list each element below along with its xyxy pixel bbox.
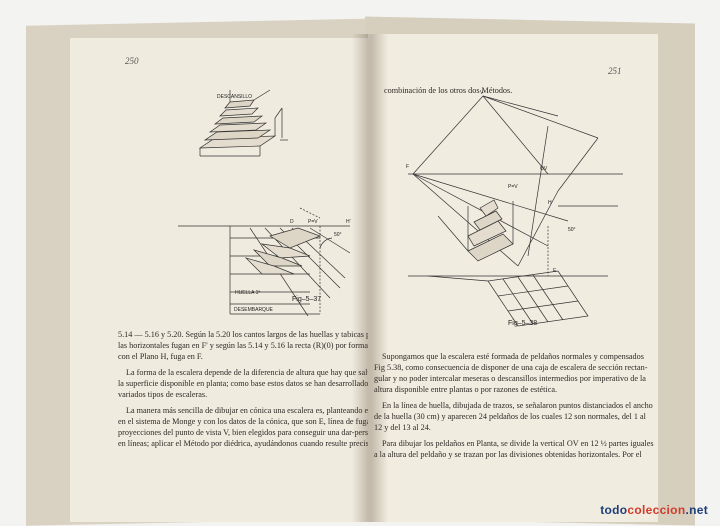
left-page-number: 250 — [125, 56, 139, 66]
left-text-line-6: variados tipos de escaleras. — [118, 390, 208, 399]
right-text-line-5: En la línea de huella, dibujada de trazo… — [382, 401, 653, 410]
label-pv: P=V — [308, 219, 318, 225]
label-v: V — [480, 90, 484, 96]
label-ov: OV — [540, 166, 548, 172]
left-text-line-1: 5.14 — 5.16 y 5.20. Según la 5.20 los ca… — [118, 330, 385, 339]
label-huella: HUELLA 1ª — [235, 290, 260, 296]
watermark-part-3: .net — [685, 503, 708, 517]
right-text-line-6: de la huella (30 cm) y aparecen 24 pelda… — [374, 412, 646, 421]
label-desembarque: DESEMBARQUE — [234, 307, 274, 313]
label-pv-right: P=V — [508, 184, 518, 190]
label-angle-left: 50° — [334, 232, 342, 238]
label-descansillo: DESCANSILLO — [217, 94, 252, 100]
left-text-line-10: en líneas; aplicar el Método por diédric… — [118, 439, 373, 448]
watermark-part-1: todo — [600, 503, 628, 517]
right-text-line-9: a la altura del peldaño y se trazan por … — [374, 450, 642, 459]
watermark-part-2: coleccion — [627, 503, 686, 517]
label-h: H — [548, 200, 552, 206]
left-text-line-2: las horizontales fugan en F' y según las… — [118, 341, 371, 350]
figure-5-38: V F OV H E P=V 50° — [406, 90, 623, 327]
left-text-line-8: en el sistema de Monge y con los datos d… — [118, 417, 397, 426]
book-gutter-shadow — [352, 34, 388, 522]
label-e: E — [553, 268, 557, 274]
right-header-line: combinación de los otros dos Métodos. — [384, 86, 513, 95]
left-text-line-7: La manera más sencilla de dibujar en cón… — [126, 406, 404, 415]
right-text-line-2: Fig 5.38, como consecuencia de disponer … — [374, 363, 648, 372]
label-angle-right: 50° — [568, 227, 576, 233]
right-page-number: 251 — [608, 66, 622, 76]
left-text-line-9: proyecciones del punto de vista V, bien … — [118, 428, 392, 437]
right-page: 251 combinación de los otros dos Métodos… — [368, 34, 658, 522]
label-f: F — [406, 164, 409, 170]
watermark-logo: todocoleccion.net — [600, 503, 708, 517]
right-text-line-4: altura disponible entre plantas o por ra… — [374, 385, 558, 394]
figure-5-38-caption: Fig–5–38 — [508, 320, 538, 327]
right-text-line-1: Supongamos que la escalera esté formada … — [382, 352, 644, 361]
left-page: 250 — [70, 38, 403, 522]
left-text-line-4: La forma de la escalera depende de la di… — [126, 368, 384, 377]
label-d: D — [290, 219, 294, 225]
figure-5-37: DESCANSILLO HUELLA 1ª DESEMBARQUE P=V H'… — [178, 89, 351, 317]
label-h-prime: H' — [346, 219, 351, 225]
right-text-line-8: Para dibujar los peldaños en Planta, se … — [382, 439, 654, 448]
left-text-line-3: con el Plano H, fuga en F. — [118, 352, 203, 361]
figure-5-37-caption: Fig–5–37 — [292, 296, 322, 303]
right-text-line-3: gular y no poder intercalar meseras o de… — [374, 374, 646, 383]
left-text-line-5: la superficie disponible en planta; como… — [118, 379, 397, 388]
right-text-line-7: 12 y del 13 al 24. — [374, 423, 431, 432]
